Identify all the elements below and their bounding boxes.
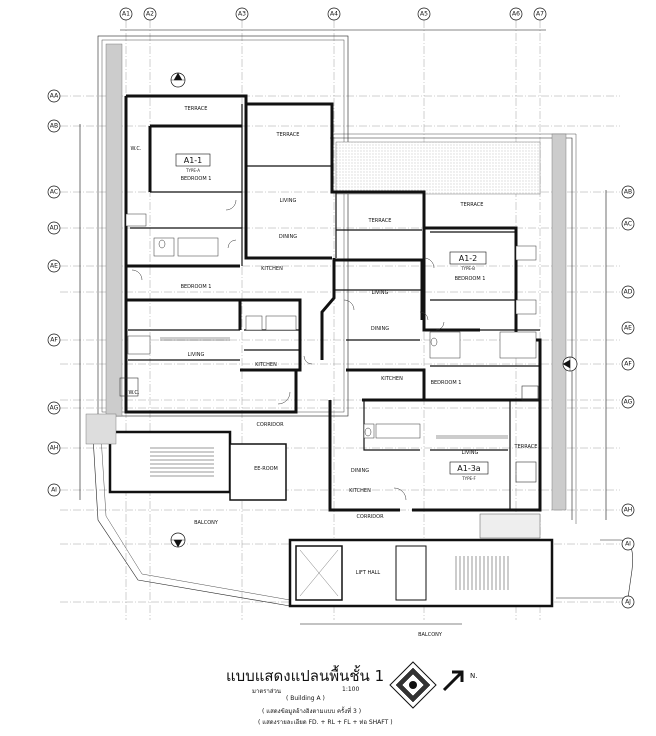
room-label-corridor: CORRIDOR <box>256 422 284 428</box>
dimension-lines <box>79 29 607 625</box>
grid-label: AB <box>624 189 632 196</box>
stair-core-right <box>288 513 554 608</box>
unit-a2-name: A1-2 <box>459 254 478 263</box>
grid-label: AI <box>625 541 631 548</box>
room-label-balcony: BALCONY <box>194 520 219 526</box>
room-label-living: LIVING <box>372 290 389 296</box>
room-label-terrace: TERRACE <box>460 202 484 208</box>
grid-label: A7 <box>536 11 544 18</box>
grid-label: AD <box>50 225 59 232</box>
unit-a3-name: A1-3a <box>457 464 481 473</box>
grid-label: AI <box>51 487 57 494</box>
grid-label: A6 <box>512 11 520 18</box>
room-label-kitchen: KITCHEN <box>255 362 277 368</box>
planter-box <box>85 413 117 445</box>
room-label-bedroom: BEDROOM 1 <box>181 176 212 182</box>
furniture <box>119 337 539 483</box>
room-label-dining: DINING <box>371 326 389 332</box>
terrace-hatch-area <box>335 141 541 195</box>
grid-label: A2 <box>146 11 154 18</box>
grid-label: AF <box>624 361 632 368</box>
room-label-kitchen: KITCHEN <box>261 266 283 272</box>
grid-label: AA <box>50 93 59 100</box>
grid-label: AE <box>624 325 632 332</box>
room-label-wc: W.C. <box>130 146 141 152</box>
grid-label: AG <box>624 399 633 406</box>
room-label-living: LIVING <box>188 352 205 358</box>
room-labels: TERRACE TERRACE TERRACE TERRACE TERRACE … <box>128 106 537 638</box>
bathroom-fixtures <box>125 213 537 439</box>
grid-bubbles-right: AB AC AD AE AF AG AH AI AJ <box>621 185 635 609</box>
unit-a3-type: TYPE-F <box>461 476 476 481</box>
drawing-note-1: ( แสดงข้อมูลอ้างอิงตามแบบ ครั้งที่ 3 ) <box>262 708 362 715</box>
room-label-corridor: CORRIDOR <box>356 514 384 520</box>
grid-bubbles-left: AA AB AC AD AE AF AG AH AI <box>47 89 61 497</box>
room-label-kitchen: KITCHEN <box>349 488 371 494</box>
building-name: ( Building A ) <box>286 695 325 702</box>
room-label-terrace: TERRACE <box>368 218 392 224</box>
room-label-terrace: TERRACE <box>184 106 208 112</box>
grid-label: A3 <box>238 11 246 18</box>
room-label-balcony: BALCONY <box>418 632 443 638</box>
north-arrow-icon <box>442 670 464 692</box>
room-label-elec-room: EE-ROOM <box>254 466 278 472</box>
grid-label: AE <box>50 263 58 270</box>
grid-label: A4 <box>330 11 338 18</box>
section-markers <box>170 72 578 548</box>
site-boundary <box>91 35 633 607</box>
unit-a1-name: A1-1 <box>184 156 203 165</box>
scale-label: มาตราส่วน <box>252 688 281 695</box>
grid-label: AD <box>624 289 633 296</box>
north-label: N. <box>470 672 478 680</box>
unit-tags: A1-1 TYPE-A A1-2 TYPE-B A1-3a TYPE-F <box>175 153 489 481</box>
doors <box>131 199 445 501</box>
grid-label: AC <box>50 189 58 196</box>
interior-walls <box>128 104 540 510</box>
room-label-kitchen: KITCHEN <box>381 376 403 382</box>
stair-core-left <box>108 430 287 501</box>
grid-label: AH <box>624 507 633 514</box>
unit-a1-type: TYPE-A <box>185 168 200 173</box>
room-label-wc: W.C. <box>128 390 139 396</box>
room-label-dining: DINING <box>351 468 369 474</box>
drawing-note-2: ( แสดงรายละเอียด FD. + RL + FL + ท่อ SHA… <box>258 719 393 726</box>
unit-a2-type: TYPE-B <box>460 266 475 271</box>
room-label-bedroom: BEDROOM 1 <box>181 284 212 290</box>
room-label-living: LIVING <box>462 450 479 456</box>
drawing-title: แบบแสดงแปลนพื้นชั้น 1 <box>226 667 385 685</box>
grid-label: A1 <box>122 11 130 18</box>
grid-label: AC <box>624 221 632 228</box>
room-label-lift-hall: LIFT HALL <box>356 570 381 576</box>
room-label-terrace: TERRACE <box>514 444 538 450</box>
drawing-scale: 1:100 <box>342 686 360 693</box>
floor-plan-drawing: A1 A2 A3 A4 A5 A6 A7 AA AB AC AD AE AF A… <box>47 7 635 638</box>
room-label-bedroom: BEDROOM 1 <box>455 276 486 282</box>
room-label-dining: DINING <box>279 234 297 240</box>
grid-bubbles-top: A1 A2 A3 A4 A5 A6 A7 <box>119 7 547 21</box>
compass-rose-icon <box>389 661 437 709</box>
grid-label: AG <box>50 405 59 412</box>
grid-label: AH <box>50 445 59 452</box>
grid-label: AF <box>50 337 58 344</box>
grid-label: AJ <box>625 599 631 606</box>
exterior-walls <box>124 94 542 512</box>
grid-label: A5 <box>420 11 428 18</box>
room-label-bedroom: BEDROOM 1 <box>431 380 462 386</box>
room-label-terrace: TERRACE <box>276 132 300 138</box>
room-label-living: LIVING <box>280 198 297 204</box>
grid-label: AB <box>50 123 58 130</box>
